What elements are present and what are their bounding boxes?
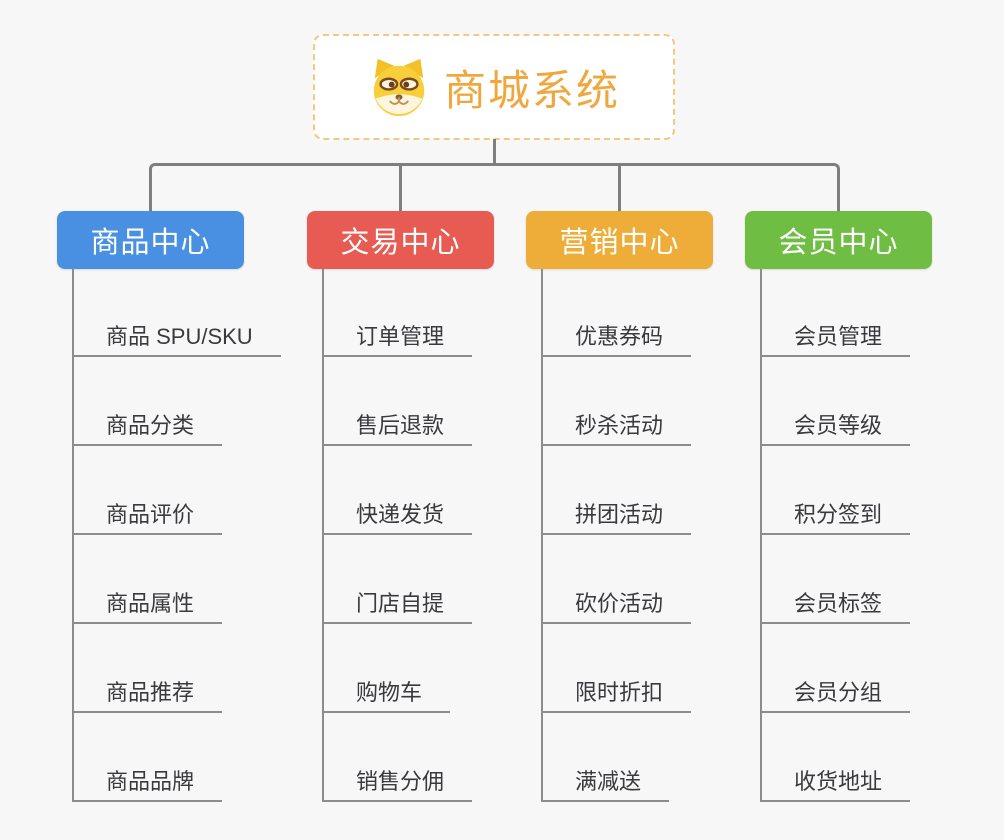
branch-bus-connector [149, 163, 840, 211]
leaf-item[interactable]: 秒杀活动 [541, 411, 692, 446]
root-node[interactable]: 商城系统 [313, 34, 675, 140]
root-stem-connector [493, 139, 496, 166]
leaf-item[interactable]: 会员标签 [760, 589, 911, 624]
branch-node-product-center[interactable]: 商品中心 [57, 211, 244, 269]
leaf-item[interactable]: 砍价活动 [541, 589, 692, 624]
leaf-item[interactable]: 商品品牌 [72, 767, 223, 802]
root-title: 商城系统 [443, 66, 620, 114]
branch-node-member-center[interactable]: 会员中心 [745, 211, 932, 269]
leaf-item[interactable]: 收货地址 [760, 767, 911, 802]
branch-drop-connector [399, 165, 402, 211]
leaf-item[interactable]: 限时折扣 [541, 678, 692, 713]
branch-drop-connector [618, 165, 621, 211]
leaf-item[interactable]: 商品推荐 [72, 678, 223, 713]
column-trunk-line [322, 269, 324, 802]
leaf-item[interactable]: 商品 SPU/SKU [72, 322, 281, 357]
leaf-item[interactable]: 会员等级 [760, 411, 911, 446]
leaf-item[interactable]: 门店自提 [322, 589, 473, 624]
leaf-item[interactable]: 拼团活动 [541, 500, 692, 535]
dog-face-icon [368, 56, 430, 118]
column-trunk-line [72, 269, 74, 802]
leaf-item[interactable]: 销售分佣 [322, 767, 473, 802]
leaf-item[interactable]: 订单管理 [322, 322, 473, 357]
leaf-item[interactable]: 商品评价 [72, 500, 223, 535]
leaf-item[interactable]: 售后退款 [322, 411, 473, 446]
leaf-item[interactable]: 快递发货 [322, 500, 473, 535]
leaf-item[interactable]: 购物车 [322, 678, 451, 713]
leaf-item[interactable]: 商品属性 [72, 589, 223, 624]
leaf-item[interactable]: 商品分类 [72, 411, 223, 446]
leaf-item[interactable]: 满减送 [541, 767, 670, 802]
branch-node-marketing-center[interactable]: 营销中心 [526, 211, 713, 269]
leaf-item[interactable]: 会员分组 [760, 678, 911, 713]
column-trunk-line [541, 269, 543, 802]
branch-node-trade-center[interactable]: 交易中心 [307, 211, 494, 269]
leaf-item[interactable]: 积分签到 [760, 500, 911, 535]
leaf-item[interactable]: 优惠券码 [541, 322, 692, 357]
column-trunk-line [760, 269, 762, 802]
leaf-item[interactable]: 会员管理 [760, 322, 911, 357]
